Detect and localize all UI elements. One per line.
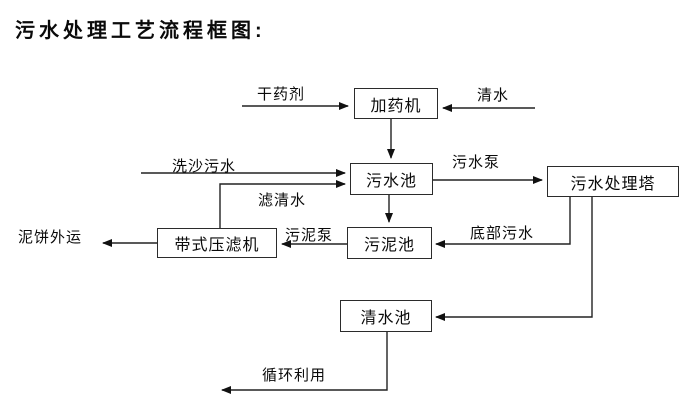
arrow-tower-to-clean-pool [435, 197, 593, 321]
label-sewage-pump: 污水泵 [452, 154, 501, 171]
arrow-bottom-sewage-to-sludge-pool [435, 197, 571, 248]
node-belt-filter-press: 带式压滤机 [157, 228, 277, 258]
label-recycle: 循环利用 [262, 367, 327, 384]
node-sewage-treatment-tower: 污水处理塔 [547, 166, 679, 197]
label-mud-cake-out: 泥饼外运 [18, 229, 83, 246]
label-dry-chemical: 干药剂 [257, 86, 306, 103]
label-bottom-sewage: 底部污水 [470, 225, 535, 242]
node-sewage-pool: 污水池 [350, 163, 433, 195]
label-sand-washing-sewage: 洗沙污水 [172, 158, 237, 175]
page-title: 污水处理工艺流程框图: [15, 20, 266, 42]
node-clean-water-pool: 清水池 [340, 300, 432, 332]
label-clean-water: 清水 [477, 87, 510, 104]
node-sludge-pool: 污泥池 [347, 227, 432, 259]
label-filtered-water: 滤清水 [258, 192, 307, 209]
arrow-clean-pool-to-recycle [221, 332, 388, 394]
label-sludge-pump: 污泥泵 [285, 227, 334, 244]
arrow-filtered-water-to-sewage-pool [219, 180, 346, 228]
node-dosing-machine: 加药机 [354, 88, 438, 119]
